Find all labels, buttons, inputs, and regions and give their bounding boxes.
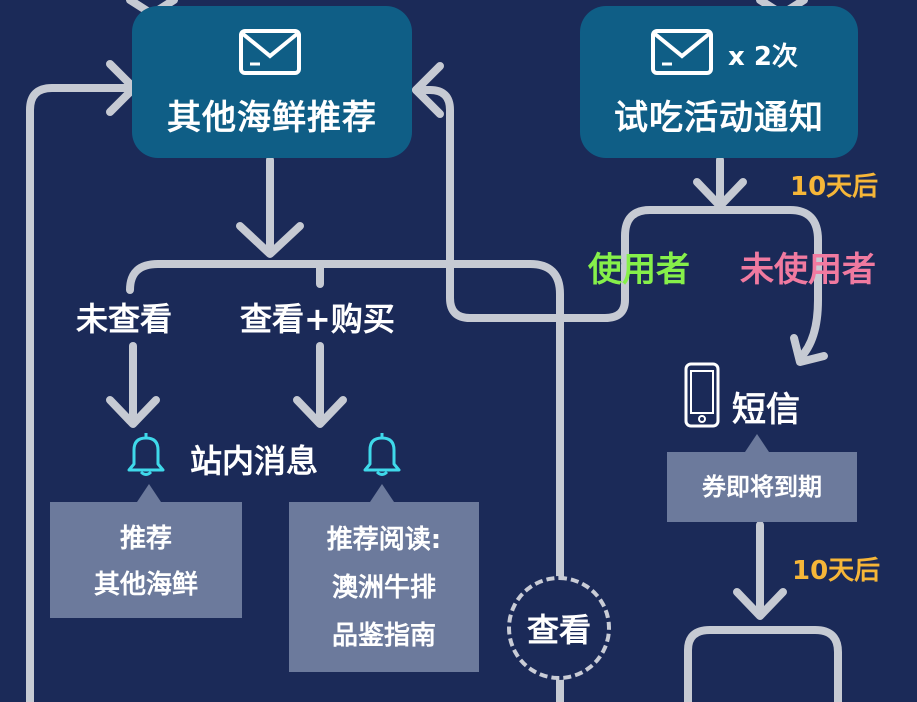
connector-split-horizontal [126,260,564,702]
phone-icon [684,362,720,428]
arrowhead-coupon-down [733,588,787,620]
card-pointer-right [745,434,769,452]
node-recommend-seafood: 其他海鲜推荐 [132,6,412,158]
card-line: 品鉴指南 [331,621,436,651]
card-line: 其他海鲜 [93,570,198,600]
view-button[interactable]: 查看 [507,576,611,680]
node-title: 试吃活动通知 [614,98,824,138]
arrowhead-nonuser [790,334,828,366]
branch-not-viewed-label: 未查看 [76,300,173,338]
mail-icon [651,29,713,75]
node-title: 其他海鲜推荐 [167,98,377,138]
connector-user-loop [412,86,629,322]
connector-user-split [621,206,822,362]
branch-user-label: 使用者 [588,250,690,290]
card-coupon-expiring: 券即将到期 [667,452,857,522]
branch-viewed-purchase-label: 查看+购买 [240,300,395,338]
send-count: x 2次 [728,42,798,72]
mail-icon [239,29,301,75]
internal-message-label: 站内消息 [190,442,319,480]
arrowhead-user-loop [412,62,444,118]
branch-nonuser-label: 未使用者 [740,250,876,290]
bell-icon [363,433,401,476]
connector-bottom-loop [684,626,842,702]
connector-left-loop [26,84,136,702]
card-line: 推荐阅读: [326,525,442,555]
arrowhead-viewed-purchase [293,396,347,428]
node-trial-notice: x 2次 试吃活动通知 [580,6,858,158]
card-pointer-middle [370,484,394,502]
bell-icon [127,433,165,476]
card-line: 澳洲牛排 [331,573,436,603]
arrowhead-not-viewed [106,396,160,428]
card-pointer-left [137,484,161,502]
card-line: 推荐 [119,524,172,554]
card-recommend-reading: 推荐阅读: 澳洲牛排 品鉴指南 [289,502,479,672]
delay-label: 10天后 [790,172,879,202]
delay-label: 10天后 [792,556,881,586]
card-recommend-other: 推荐 其他海鲜 [50,502,242,618]
arrowhead-node1-down [236,222,304,258]
sms-label: 短信 [732,390,800,430]
